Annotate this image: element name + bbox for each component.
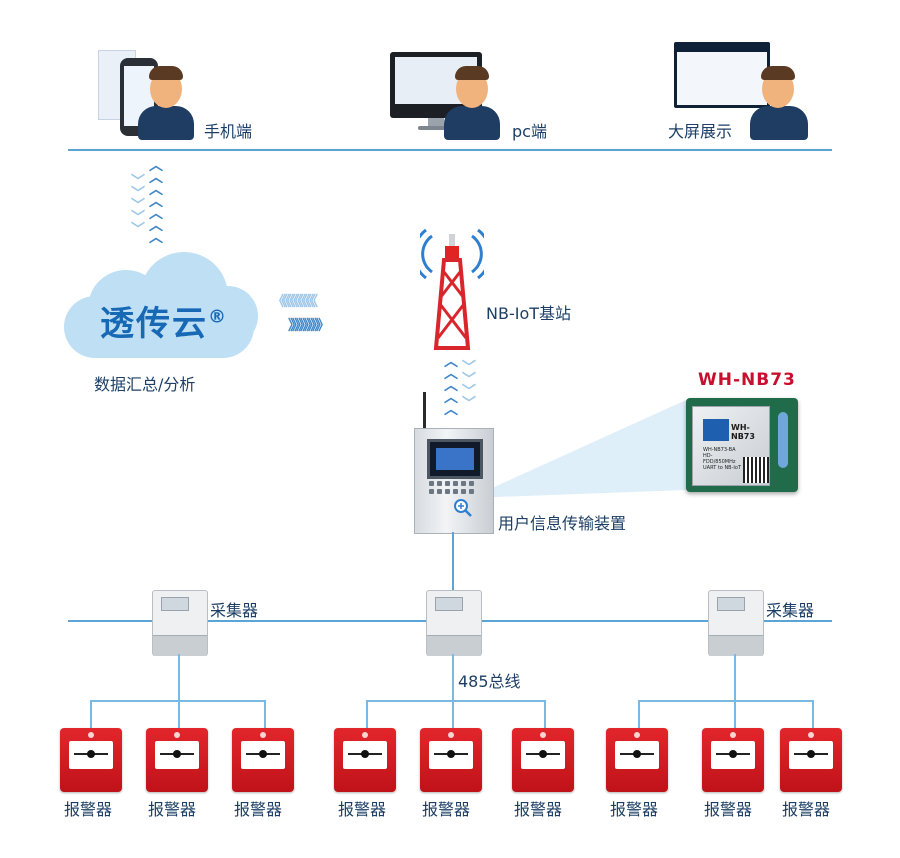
device-bus-link: [452, 532, 454, 590]
dashboard-screen-icon: [674, 42, 770, 108]
nb-module-image: WH-NB73 WH-NB73-BA HD-FDD/850MHz UART to…: [686, 398, 798, 492]
collector-left-label: 采集器: [210, 601, 259, 620]
person-icon: [750, 106, 808, 140]
pc-label: pc端: [512, 122, 547, 141]
pc-client: [390, 48, 500, 140]
top-divider-line: [68, 149, 832, 151]
base-station-label: NB-IoT基站: [486, 304, 572, 323]
transmission-device-label: 用户信息传输装置: [498, 514, 627, 533]
alarm-label: 报警器: [234, 800, 283, 819]
base-station-tower-icon: [420, 228, 484, 350]
manual-alarm-5: [420, 728, 482, 792]
device-antenna: [423, 392, 426, 432]
mobile-label: 手机端: [204, 122, 253, 141]
station-device-arrows: ︿︿︿︿︿ ﹀﹀﹀﹀: [444, 354, 476, 418]
bigscreen-label: 大屏展示: [668, 122, 733, 141]
manual-alarm-8: [702, 728, 764, 792]
alarm-label: 报警器: [338, 800, 387, 819]
manual-alarm-4: [334, 728, 396, 792]
chip-name: WH-NB73: [731, 423, 755, 441]
chip-antenna: [778, 412, 788, 468]
alarm-label: 报警器: [148, 800, 197, 819]
alarm-label: 报警器: [704, 800, 753, 819]
alarm-label: 报警器: [64, 800, 113, 819]
cloud-uplink-arrows: ﹀﹀﹀﹀﹀ ︿︿︿︿︿︿︿: [131, 158, 163, 246]
manual-alarm-7: [606, 728, 668, 792]
alarm-label: 报警器: [422, 800, 471, 819]
brand-logo: [703, 419, 729, 441]
alarm-label: 报警器: [782, 800, 831, 819]
zoom-beam: [470, 400, 686, 498]
cloud-shape: [58, 252, 262, 360]
manual-alarm-1: [60, 728, 122, 792]
chip-spec: WH-NB73-BA HD-FDD/850MHz UART to NB-IoT: [703, 447, 742, 471]
qr-code: [743, 457, 769, 483]
collector-center: [426, 590, 482, 656]
person-icon: [444, 106, 500, 140]
module-title: WH-NB73: [698, 370, 796, 390]
device-screen: [427, 439, 483, 479]
bigscreen-client: [672, 42, 812, 140]
cloud-subtitle: 数据汇总/分析: [94, 375, 196, 394]
collector-right: [708, 590, 764, 656]
cloud-station-arrows: 《《《《《《《《《 》》》》》》》》: [272, 294, 330, 334]
cloud-title: 透传云®: [100, 304, 228, 344]
manual-alarm-3: [232, 728, 294, 792]
person-icon: [138, 106, 194, 140]
transmission-device-cabinet: [414, 428, 494, 534]
manual-alarm-2: [146, 728, 208, 792]
magnifier-icon: [454, 499, 472, 517]
mobile-client: [98, 48, 208, 140]
manual-alarm-6: [512, 728, 574, 792]
collector-right-label: 采集器: [766, 601, 815, 620]
collector-left: [152, 590, 208, 656]
alarm-label: 报警器: [514, 800, 563, 819]
alarm-label: 报警器: [610, 800, 659, 819]
manual-alarm-9: [780, 728, 842, 792]
bus-label: 485总线: [458, 672, 521, 691]
